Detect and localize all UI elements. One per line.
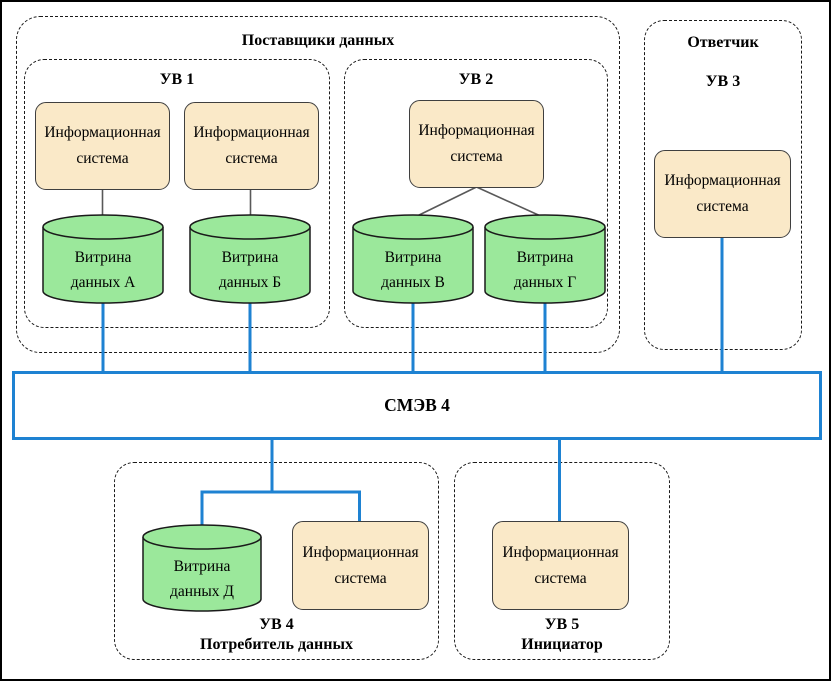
- group-data-providers: Поставщики данных: [16, 16, 620, 353]
- group-uv2: УВ 2: [344, 59, 608, 328]
- connector-uv2-mart-v: [412, 186, 477, 219]
- group-uv4-subtitle: Потребитель данных: [200, 636, 353, 653]
- data-mart-a-label: Витрина данных А: [70, 249, 136, 291]
- info-system-label: Информационная: [502, 543, 619, 561]
- info-system-label: система: [334, 569, 387, 587]
- group-uv4-title: УВ 4: [259, 616, 294, 633]
- group-data-providers-title: Поставщики данных: [241, 32, 395, 49]
- info-system-label: Информационная: [193, 124, 310, 141]
- data-mart-b: Витрина данных Б: [189, 214, 311, 304]
- cylinder-icon: [42, 214, 164, 304]
- group-uv3-title: УВ 3: [705, 73, 741, 90]
- group-uv1-title: УВ 1: [159, 71, 195, 88]
- info-system-label: система: [450, 148, 503, 165]
- data-mart-b-label: Витрина данных Б: [218, 249, 282, 291]
- info-system-label: Информационная: [302, 543, 419, 561]
- data-mart-v-label: Витрина данных В: [381, 249, 445, 291]
- group-uv1: УВ 1: [24, 59, 330, 328]
- smev4-bus-label: СМЭВ 4: [384, 395, 450, 415]
- group-uv2-title: УВ 2: [458, 71, 494, 88]
- info-system-label: система: [225, 150, 278, 167]
- info-system-uv5: Информационная система: [492, 521, 629, 610]
- info-system-uv2: Информационная система: [409, 100, 544, 188]
- info-system-label: Информационная: [44, 124, 161, 141]
- group-uv5-subtitle: Инициатор: [521, 636, 603, 653]
- data-mart-d-label: Витрина данных Д: [170, 558, 234, 600]
- info-system-uv4: Информационная система: [292, 521, 429, 610]
- info-system-uv1-first: Информационная система: [35, 102, 170, 190]
- cylinder-icon: [352, 214, 474, 304]
- smev4-bus: СМЭВ 4: [12, 371, 822, 440]
- group-responder-title: Ответчик: [687, 34, 759, 51]
- info-system-label: система: [534, 569, 587, 587]
- data-mart-v: Витрина данных В: [352, 214, 474, 304]
- info-system-label: система: [696, 198, 749, 215]
- cylinder-icon: [484, 214, 606, 304]
- connector-uv2-mart-g: [476, 186, 546, 219]
- info-system-uv1-second: Информационная система: [184, 102, 319, 190]
- group-uv5-initiator: УВ 5 Инициатор: [454, 462, 670, 660]
- info-system-label: Информационная: [664, 172, 781, 189]
- info-system-label: система: [76, 150, 129, 167]
- data-mart-g: Витрина данных Г: [484, 214, 606, 304]
- group-uv5-caption: УВ 5 Инициатор: [455, 615, 669, 655]
- group-uv5-title: УВ 5: [544, 616, 580, 633]
- data-mart-a: Витрина данных А: [42, 214, 164, 304]
- data-mart-g-label: Витрина данных Г: [513, 249, 577, 291]
- cylinder-icon: [189, 214, 311, 304]
- cylinder-icon: [142, 524, 262, 612]
- data-mart-d: Витрина данных Д: [142, 524, 262, 612]
- group-uv4-caption: УВ 4 Потребитель данных: [115, 615, 438, 655]
- info-system-uv3: Информационная система: [654, 150, 791, 238]
- group-uv4-consumer: УВ 4 Потребитель данных: [114, 462, 439, 660]
- info-system-label: Информационная: [418, 122, 535, 139]
